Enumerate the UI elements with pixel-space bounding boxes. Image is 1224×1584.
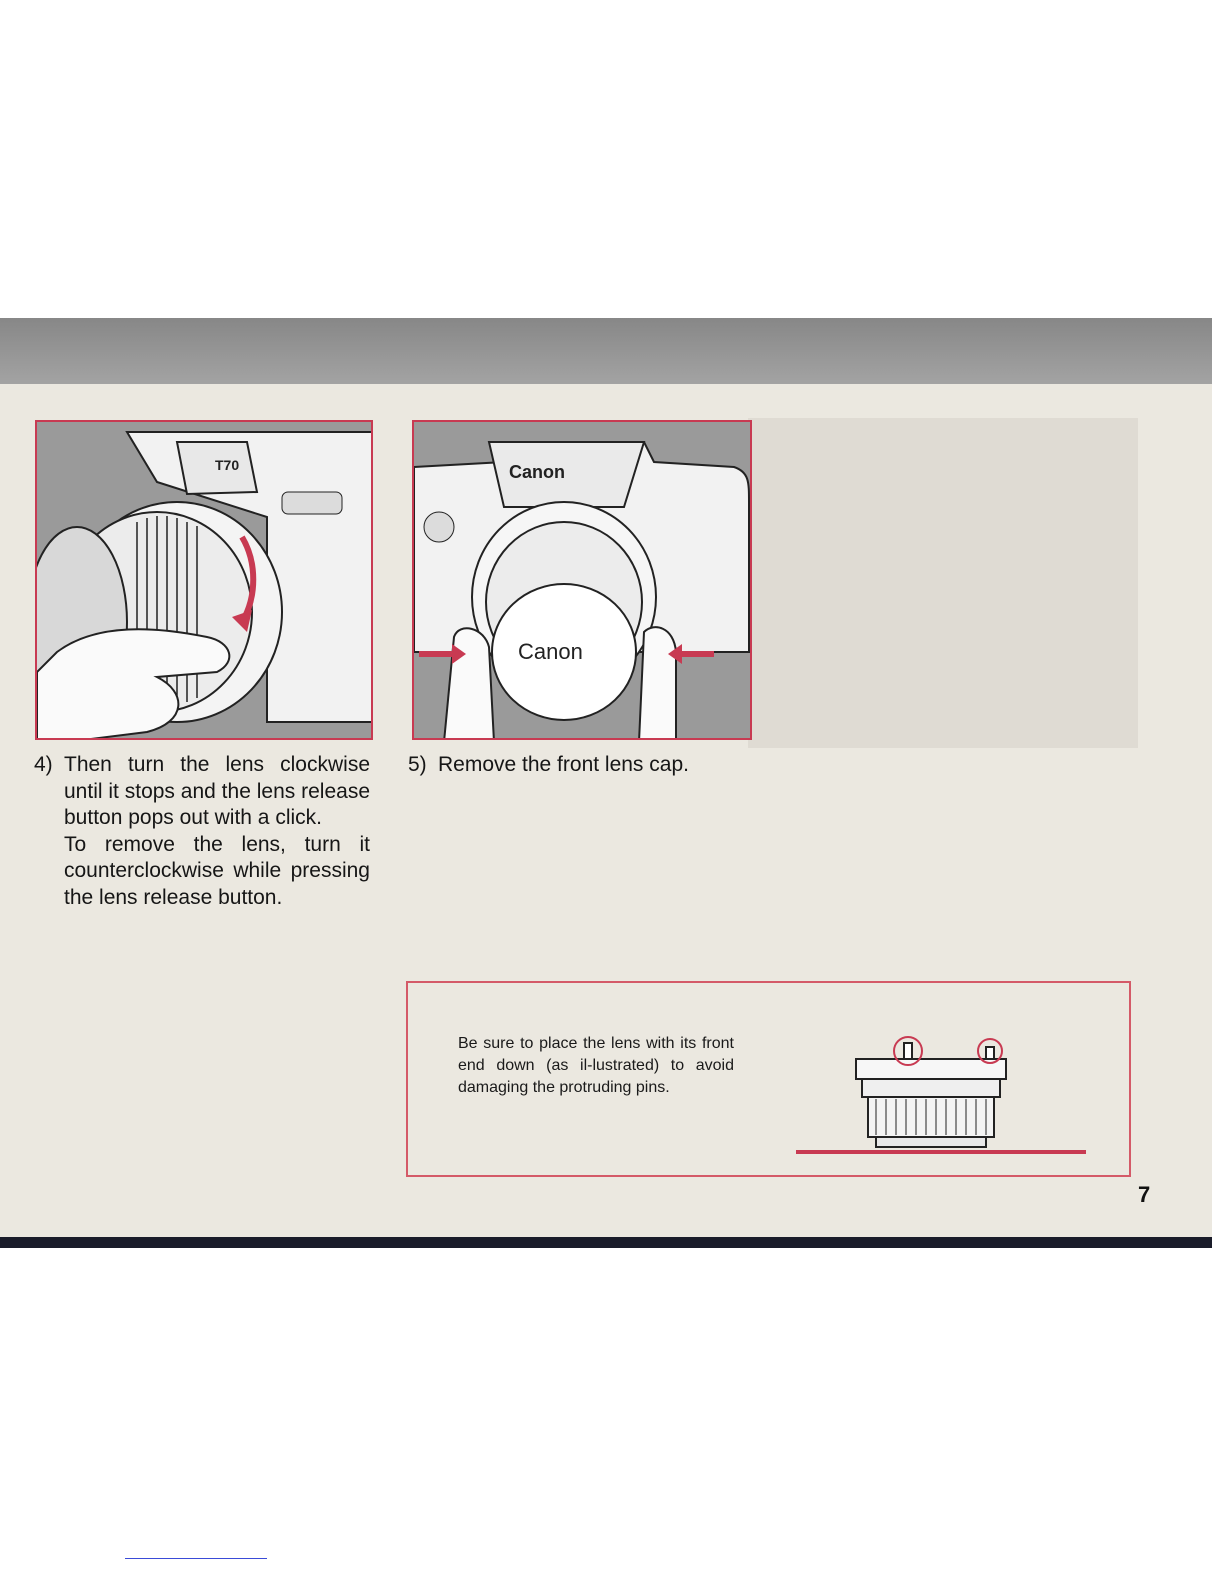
lens-cap-illustration: Canon Canon xyxy=(414,422,750,738)
photo-turn-lens: T70 xyxy=(35,420,373,740)
step-5: 5) Remove the front lens cap. xyxy=(408,752,758,779)
photo-remove-cap: Canon Canon xyxy=(412,420,752,740)
step-number: 4) xyxy=(34,753,53,776)
lens-turn-illustration: T70 xyxy=(37,422,371,738)
step-text: Remove the front lens cap. xyxy=(438,753,689,776)
page-bottom-band xyxy=(0,1237,1212,1248)
bleed-through-area xyxy=(748,418,1138,748)
lens-front-down-illustration xyxy=(796,1036,1086,1154)
lens-cap-logo-text: Canon xyxy=(518,639,583,664)
caution-note-box: Be sure to place the lens with its front… xyxy=(406,981,1131,1177)
footer-rule xyxy=(125,1558,267,1559)
page-number: 7 xyxy=(1138,1182,1151,1207)
manual-page: T70 Canon xyxy=(0,318,1212,1248)
camera-logo-text: Canon xyxy=(509,462,565,482)
camera-badge-text: T70 xyxy=(215,457,239,473)
step-text: Then turn the lens clockwise until it st… xyxy=(64,753,370,829)
page-top-band xyxy=(0,318,1212,384)
step-number: 5) xyxy=(408,753,427,776)
caution-note-text: Be sure to place the lens with its front… xyxy=(458,1035,734,1096)
step-text-remove: To remove the lens, turn it counterclock… xyxy=(64,832,370,909)
step-4: 4) Then turn the lens clockwise until it… xyxy=(34,752,370,911)
